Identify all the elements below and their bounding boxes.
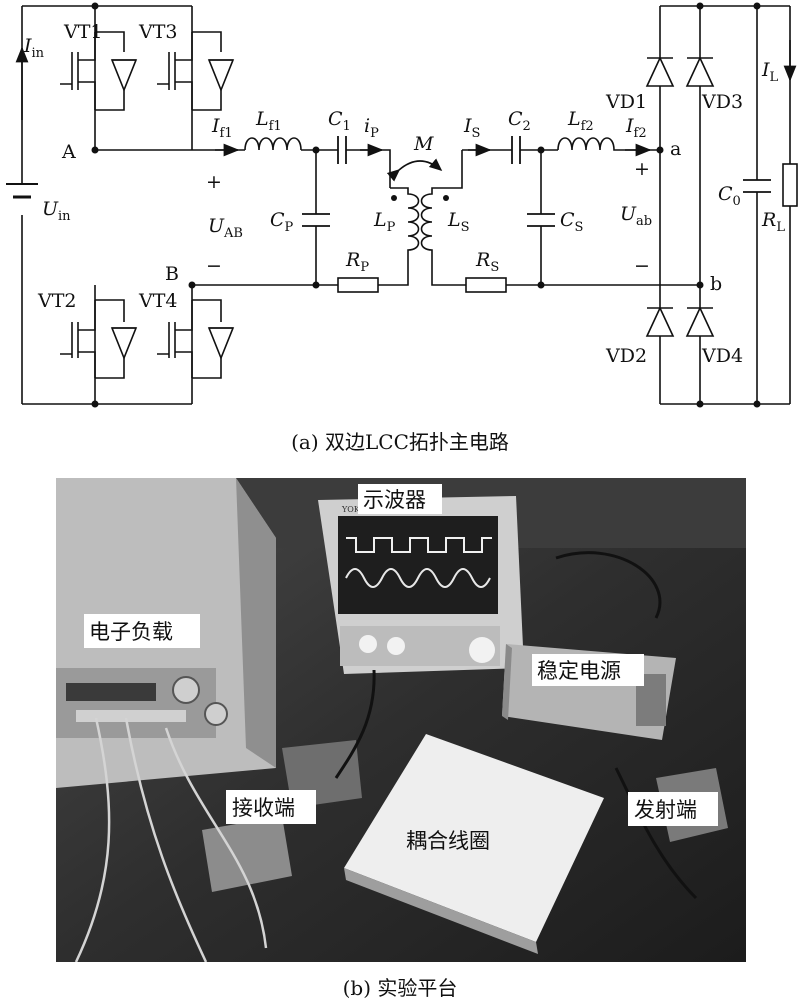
svg-text:示波器: 示波器 [363,488,426,512]
label-electronic-load: 电子负载 [84,614,200,648]
c0-label: C0 [718,183,741,209]
vd1-label: VD1 [605,91,647,113]
uab-lower-label: Uab [620,203,652,229]
caption-a: (a) 双边LCC拓扑主电路 [291,430,509,454]
if1-label: If1 [211,115,233,141]
diode-vd4 [685,306,715,337]
input-voltage-label: Uin [42,198,71,224]
if2-label: If2 [625,115,647,141]
minus-left: − [206,255,222,277]
lf2-label: Lf2 [567,108,594,134]
plus-left: + [206,171,222,193]
plus-right: + [634,158,650,180]
circuit-diagram: Iin Uin VT1 VT2 VT3 VT4 A B [6,2,798,408]
label-transmitter: 发射端 [628,792,718,826]
node-b-label: B [165,263,179,285]
switch-vt1 [60,31,138,111]
vt2-label: VT2 [37,290,76,312]
experimental-platform-photo: YOKOGAWA 示波器 电子负载 稳定电源 接收端 耦合线圈 [56,478,746,962]
label-oscilloscope: 示波器 [358,484,442,514]
svg-text:耦合线圈: 耦合线圈 [406,829,490,853]
diode-vd3 [685,56,715,87]
ls-label: LS [447,209,470,235]
switch-vt4 [157,299,235,379]
cp-label: CP [270,209,294,235]
ip-label: iP [364,115,379,141]
caption-b: (b) 实验平台 [342,976,458,1000]
uab-label: UAB [208,215,243,241]
c2-label: C2 [508,108,531,134]
switch-vt2 [60,299,138,379]
diode-vd2 [645,306,675,337]
mutual-inductance-label: M [413,133,434,155]
svg-text:电子负载: 电子负载 [89,620,173,644]
cs-label: CS [560,209,583,235]
input-current-label: Iin [23,35,45,61]
vt1-label: VT1 [63,21,102,43]
vd2-label: VD2 [605,345,647,367]
node-b-lower-label: b [710,273,722,295]
c1-label: C1 [328,108,351,134]
node-a-label: A [61,141,76,163]
lp-label: LP [373,209,396,235]
label-coupling-coil: 耦合线圈 [406,829,490,853]
vt4-label: VT4 [138,290,177,312]
lf1-label: Lf1 [255,108,282,134]
vd4-label: VD4 [701,345,743,367]
label-receiver: 接收端 [226,790,316,824]
rp-label: RP [345,249,369,275]
svg-text:发射端: 发射端 [634,798,697,822]
svg-text:接收端: 接收端 [232,796,295,820]
input-source [6,6,38,404]
switch-vt3 [157,31,235,111]
minus-right: − [634,255,650,277]
coupling-coil-device [344,734,604,954]
diode-vd1 [645,56,675,87]
svg-text:稳定电源: 稳定电源 [537,659,621,683]
vd3-label: VD3 [701,91,743,113]
label-regulated-supply: 稳定电源 [532,654,644,686]
is-label: IS [463,115,480,141]
vt3-label: VT3 [138,21,177,43]
node-a-lower-label: a [670,138,681,160]
rs-label: RS [475,249,499,275]
il-label: IL [761,59,779,85]
rl-label: RL [761,209,785,235]
oscilloscope-device: YOKOGAWA [318,496,524,674]
